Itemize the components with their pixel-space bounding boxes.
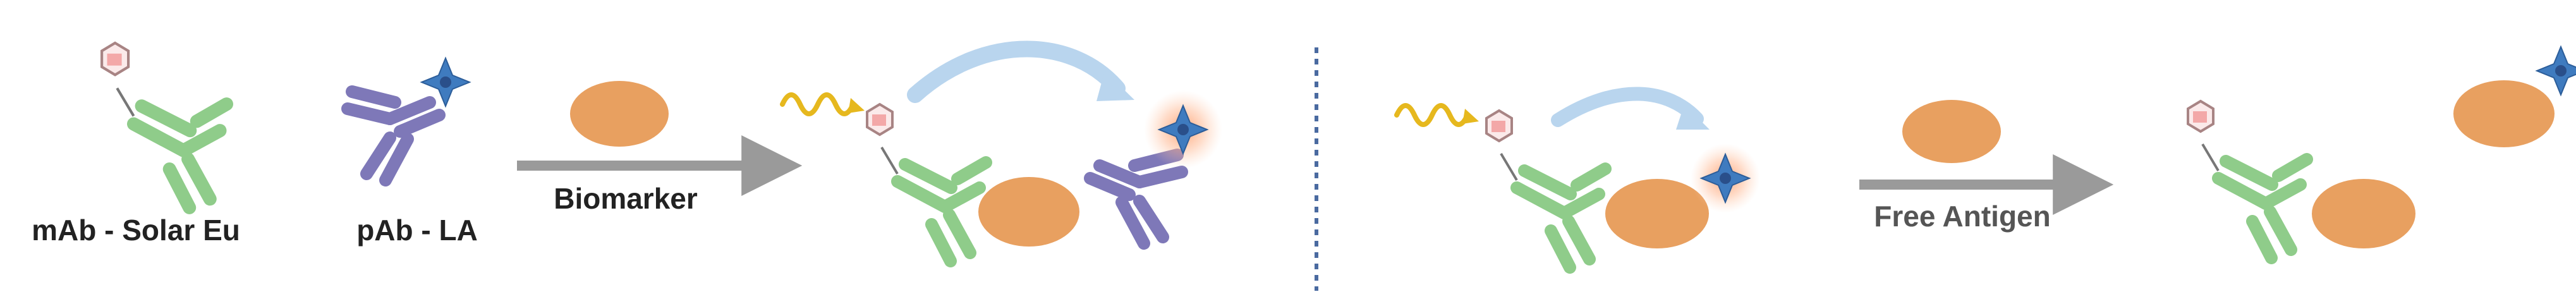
bound-free-antigen bbox=[2312, 179, 2415, 248]
mab-solar-eu-label: mAb - Solar Eu bbox=[32, 214, 240, 247]
free-antigen-label: Free Antigen bbox=[1874, 200, 2050, 233]
labeled-antigen bbox=[1605, 179, 1709, 248]
result-mab-solar-eu bbox=[2188, 101, 2307, 258]
biomarker-label: Biomarker bbox=[554, 182, 698, 215]
excitation-wave-icon bbox=[782, 95, 865, 114]
mab-solar-eu-icon bbox=[102, 43, 226, 207]
complex-biomarker bbox=[978, 177, 1079, 247]
pab-la-icon bbox=[348, 92, 439, 180]
displaced-labeled-antigen bbox=[2453, 80, 2555, 147]
energy-transfer-arrow bbox=[907, 40, 1126, 103]
free-antigen-icon bbox=[1902, 100, 2001, 163]
complex-pab bbox=[1090, 155, 1182, 243]
displaced-la-star bbox=[2536, 46, 2576, 95]
biomarker-antigen-icon bbox=[570, 81, 669, 147]
energy-transfer-arrow-2 bbox=[1551, 87, 1704, 127]
excitation-wave-icon-2 bbox=[1397, 106, 1479, 125]
competitive-mab-solar-eu bbox=[1486, 111, 1605, 267]
pab-la-label: pAb - LA bbox=[356, 214, 478, 247]
complex-mab-solar-eu bbox=[867, 104, 986, 261]
